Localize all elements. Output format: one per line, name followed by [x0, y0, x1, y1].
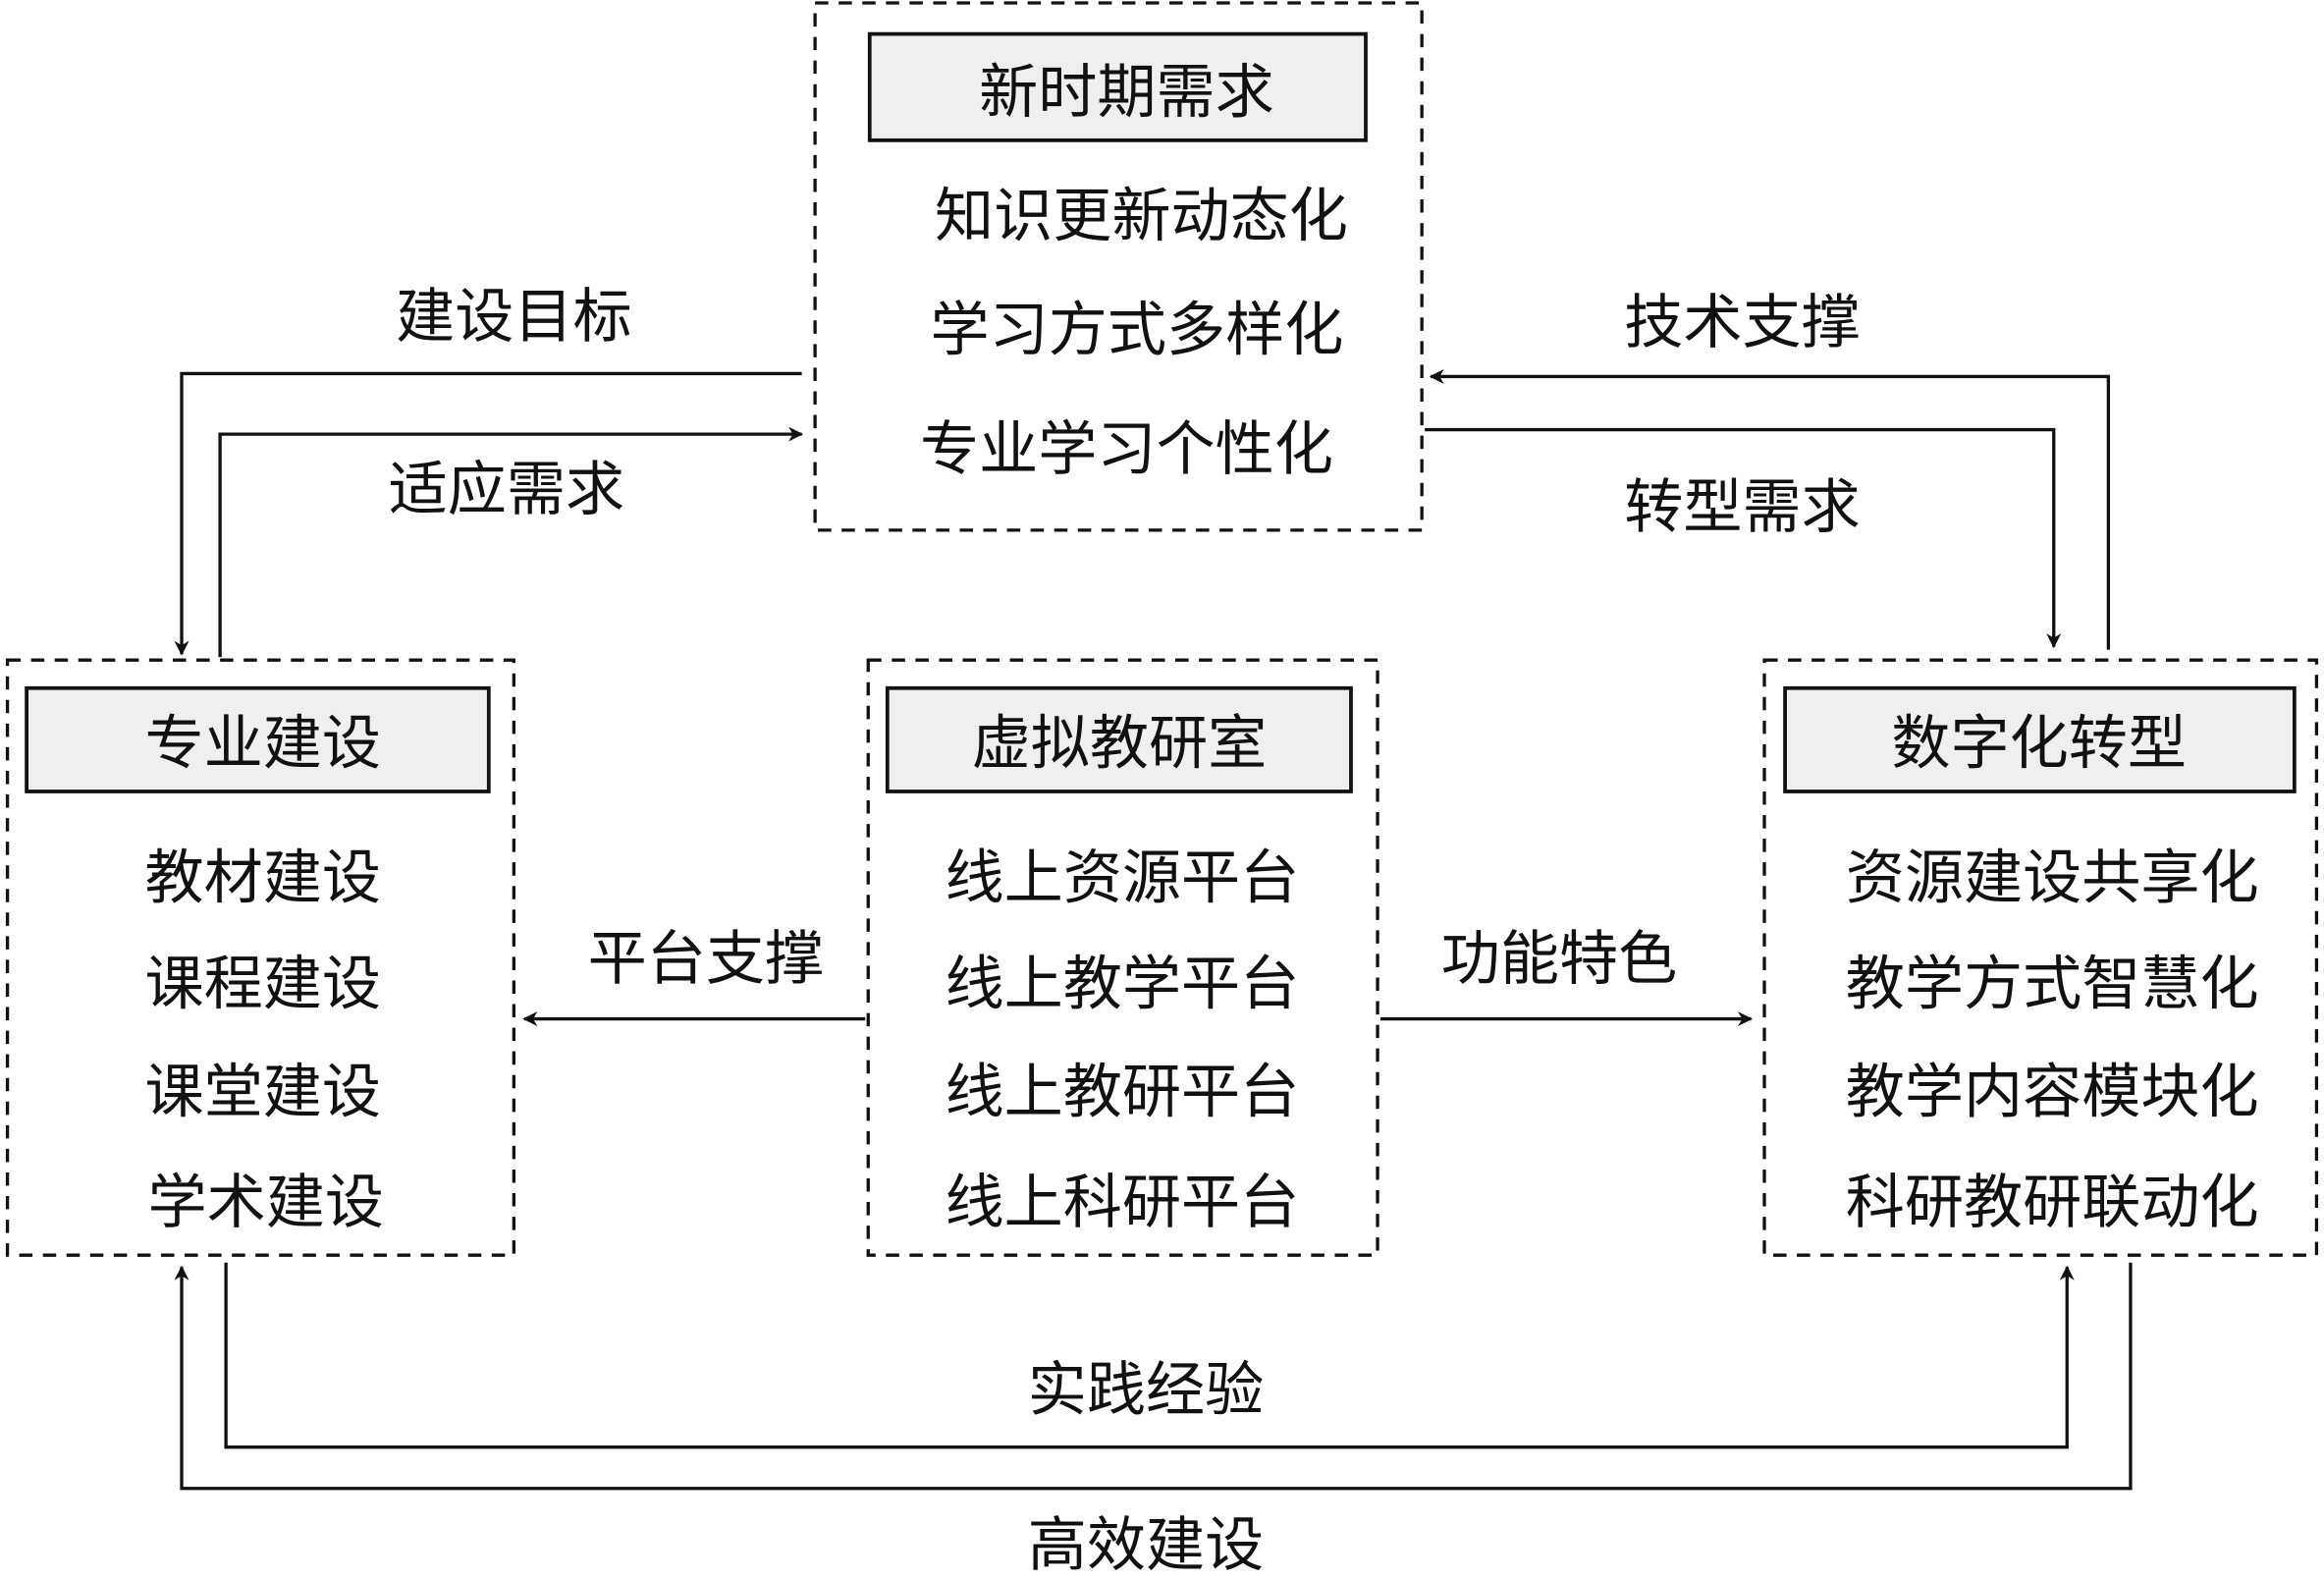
- box-item: 线上教学平台: [946, 951, 1300, 1019]
- box-header: [885, 685, 1353, 793]
- box-item: 学术建设: [147, 1169, 384, 1237]
- box-new-era-demand: 新时期需求 知识更新动态化 学习方式多样化 专业学习个性化: [813, 1, 1424, 532]
- label-platform-support: 平台支撑: [588, 925, 825, 994]
- box-item: 专业学习个性化: [920, 415, 1333, 484]
- box-header: [867, 31, 1368, 142]
- dashed-border: [866, 658, 1379, 1257]
- box-title: 虚拟教研室: [972, 709, 1268, 778]
- box-item: 课堂建设: [144, 1058, 381, 1126]
- box-item: 课程建设: [144, 951, 381, 1019]
- box-item: 科研教研联动化: [1846, 1169, 2259, 1237]
- label-function-features: 功能特色: [1441, 925, 1678, 994]
- arrow-transform-demand: [1425, 427, 2062, 649]
- box-item: 线上资源平台: [946, 844, 1300, 912]
- dashed-border: [1762, 658, 2319, 1257]
- box-title: 专业建设: [144, 709, 381, 778]
- box-item: 教材建设: [144, 844, 381, 912]
- label-tech-support: 技术支撑: [1624, 289, 1861, 357]
- arrow-efficient-build: [174, 1262, 2133, 1491]
- arrow-adapt-demand: [218, 426, 804, 658]
- arrow-build-goal: [174, 371, 802, 656]
- box-header: [25, 685, 491, 793]
- label-practice-experience: 实践经验: [1028, 1356, 1265, 1425]
- box-item: 线上教研平台: [946, 1058, 1300, 1126]
- box-item: 资源建设共享化: [1846, 844, 2259, 912]
- label-build-goal: 建设目标: [396, 283, 632, 352]
- box-digital-transformation: 数字化转型 资源建设共享化 教学方式智慧化 教学内容模块化 科研教研联动化: [1762, 658, 2319, 1257]
- box-title: 数字化转型: [1891, 709, 2187, 778]
- box-virtual-teaching-office: 虚拟教研室 线上资源平台 线上教学平台 线上教研平台 线上科研平台: [866, 658, 1379, 1257]
- box-item: 学习方式多样化: [930, 296, 1343, 364]
- arrow-practice-experience: [224, 1262, 2075, 1449]
- box-header: [1783, 685, 2297, 793]
- box-item: 知识更新动态化: [935, 183, 1348, 251]
- arrow-tech-support: [1429, 368, 2111, 650]
- dashed-border: [5, 658, 516, 1257]
- label-adapt-demand: 适应需求: [389, 456, 625, 524]
- box-item: 线上科研平台: [946, 1169, 1300, 1237]
- box-item: 教学内容模块化: [1846, 1058, 2259, 1126]
- label-efficient-build: 高效建设: [1028, 1511, 1265, 1580]
- box-title: 新时期需求: [979, 58, 1274, 127]
- box-major-construction: 专业建设 教材建设 课程建设 课堂建设 学术建设: [5, 658, 516, 1257]
- box-item: 教学方式智慧化: [1846, 951, 2259, 1019]
- label-transform-demand: 转型需求: [1624, 473, 1861, 542]
